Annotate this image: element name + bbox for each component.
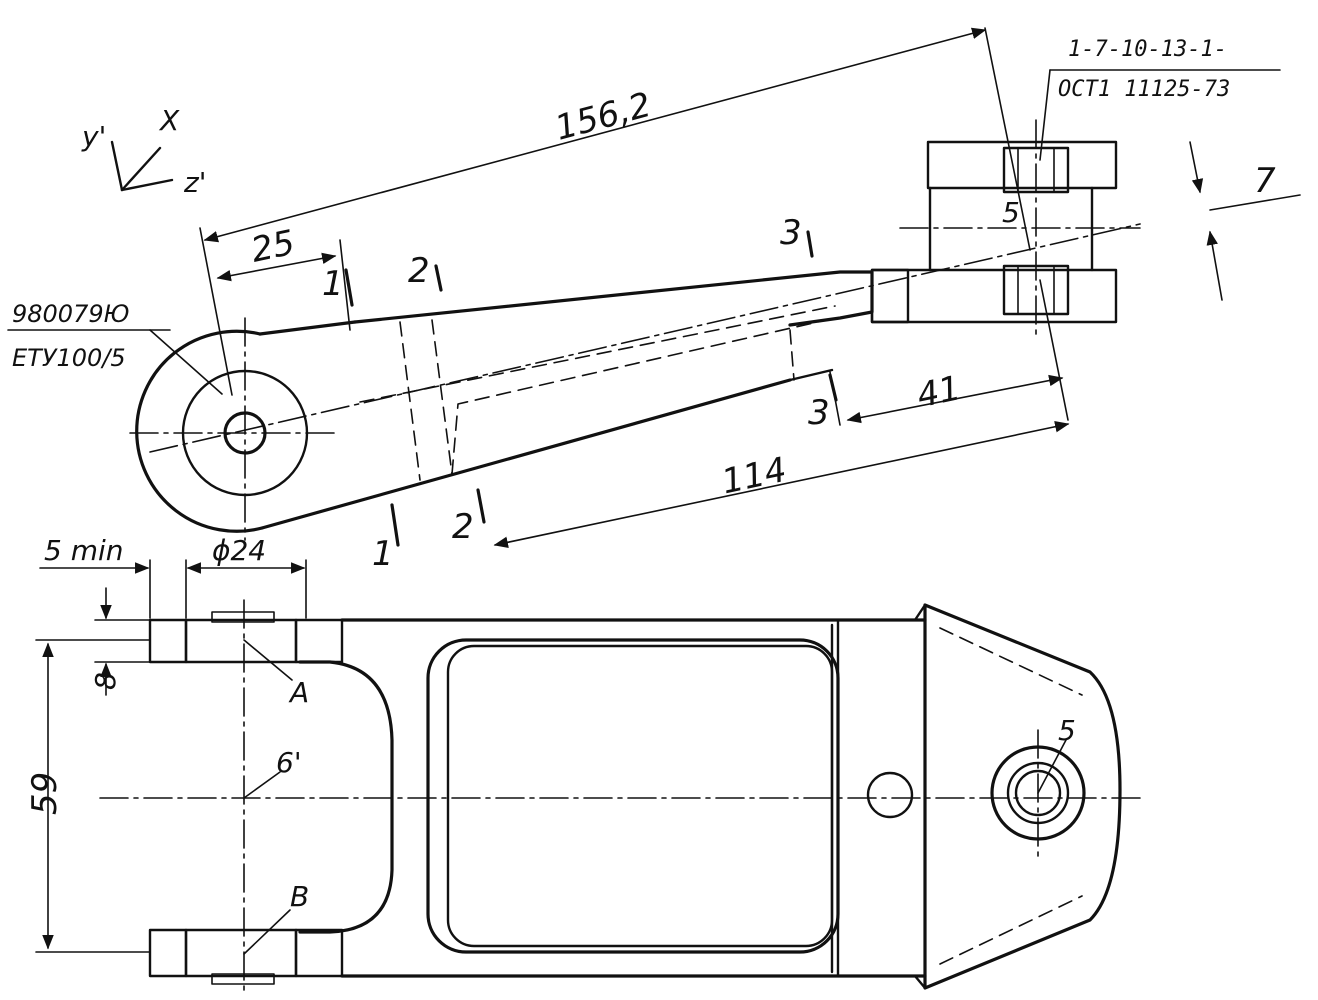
axis-x-label: X <box>158 104 180 137</box>
section-3-top: 3 <box>780 213 802 253</box>
point-6-prime: 6' <box>276 746 302 779</box>
bearing-label-2: ЕТУ100/5 <box>12 344 126 372</box>
lever-side-view <box>129 119 1141 541</box>
dim-25-text: 25 <box>248 223 299 271</box>
dim-7-text: 7 <box>1254 161 1276 201</box>
dim-156-text: 156,2 <box>551 85 655 149</box>
dim-59-text: 59 <box>25 772 65 815</box>
standard-label-2: ОСТ1 11125-73 <box>1058 77 1230 102</box>
section-1-bottom: 1 <box>372 534 394 574</box>
lever-plan-view <box>99 599 1141 997</box>
section-1-top: 1 <box>322 264 344 304</box>
bearing-label-1: 980079Ю <box>12 300 130 328</box>
axis-y-label: y' <box>81 120 106 153</box>
section-2-top: 2 <box>408 251 430 291</box>
standard-label-1: 1-7-10-13-1- <box>1068 37 1227 62</box>
point-5-top: 5 <box>1002 196 1020 229</box>
axes-icon <box>110 140 174 192</box>
dim-156-line <box>203 27 987 243</box>
dim-41-text: 41 <box>914 368 965 416</box>
point-b: B <box>290 880 309 913</box>
dim-5min-text: 5 min <box>44 534 124 567</box>
point-a: A <box>288 676 309 709</box>
section-2-bottom: 2 <box>452 507 474 547</box>
section-3-bottom: 3 <box>808 393 830 433</box>
dim-d24-text: ϕ24 <box>212 534 266 567</box>
axis-z-label: z' <box>183 166 206 199</box>
point-5-bottom: 5 <box>1058 714 1076 747</box>
dim-8-text: 8 <box>89 672 122 690</box>
dim-114-text: 114 <box>718 450 790 503</box>
